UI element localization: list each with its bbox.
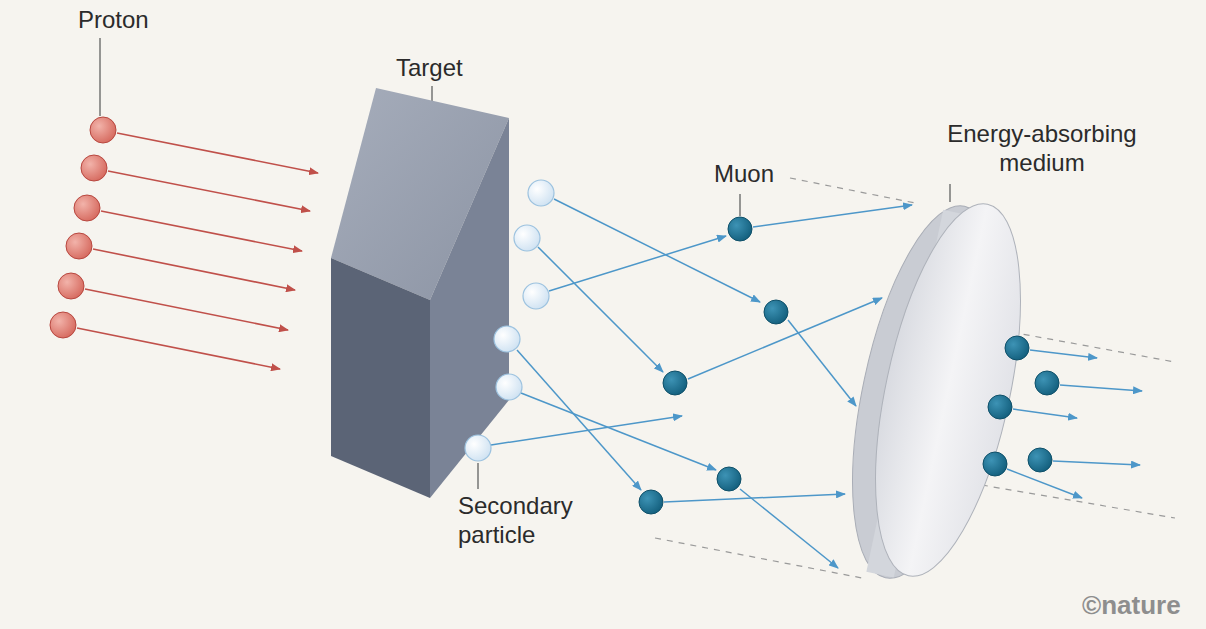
proton-arrows	[77, 133, 318, 369]
secondary-particles	[465, 180, 554, 461]
particle-label: Secondary particle	[458, 492, 608, 550]
protons	[50, 117, 116, 338]
watermark: ©nature	[1082, 590, 1181, 621]
exit-arrows	[1007, 350, 1142, 498]
target-block	[331, 88, 509, 498]
muons	[639, 217, 788, 514]
leader-lines	[100, 38, 950, 489]
particle-label: Muon	[714, 160, 774, 189]
part-label: Target	[396, 54, 463, 83]
exit-muons	[983, 336, 1059, 476]
particle-label: Proton	[78, 6, 149, 35]
absorber-disc	[825, 191, 1048, 590]
part-label: Energy-absorbing medium	[932, 120, 1152, 178]
